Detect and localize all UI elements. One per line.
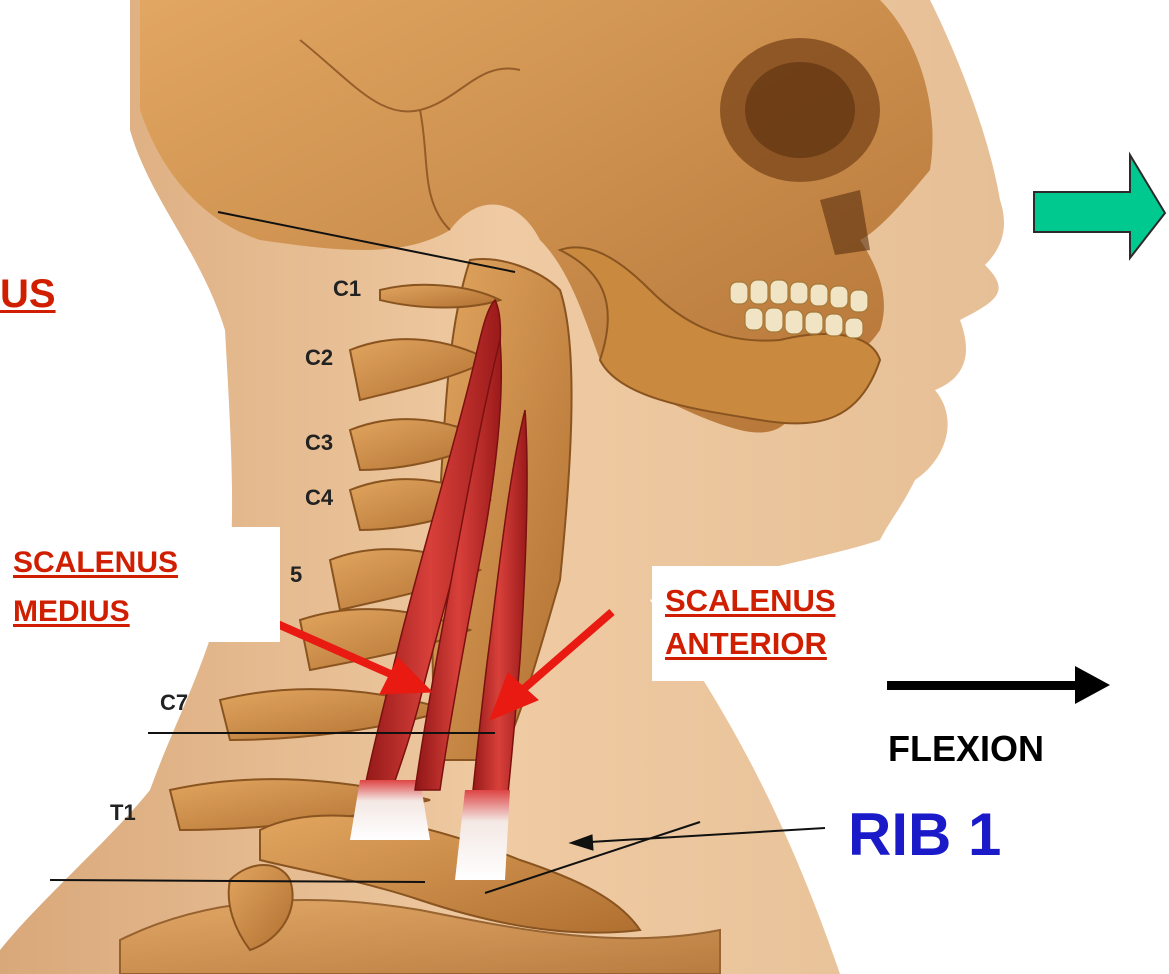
scalenus-medius-label-line1: SCALENUS — [13, 546, 178, 580]
vertebra-label-c2: C2 — [305, 345, 333, 371]
partial-muscle-label: US — [0, 272, 56, 317]
black-right-arrow-icon — [887, 666, 1110, 704]
vertebra-label-c3: C3 — [305, 430, 333, 456]
flexion-label: FLEXION — [888, 728, 1044, 770]
green-right-arrow-icon — [1034, 155, 1165, 258]
vertebra-label-c1: C1 — [333, 276, 361, 302]
vertebra-label-t1: T1 — [110, 800, 136, 826]
rib-1-label: RIB 1 — [848, 800, 1001, 869]
vertebra-label-c4: C4 — [305, 485, 333, 511]
scalenus-medius-label-line2: MEDIUS — [13, 595, 130, 629]
vertebra-label-c7: C7 — [160, 690, 188, 716]
vertebra-label-c5: 5 — [290, 562, 302, 588]
scalenus-anterior-label-line2: ANTERIOR — [665, 626, 827, 662]
scalenus-anterior-label-line1: SCALENUS — [665, 583, 836, 619]
